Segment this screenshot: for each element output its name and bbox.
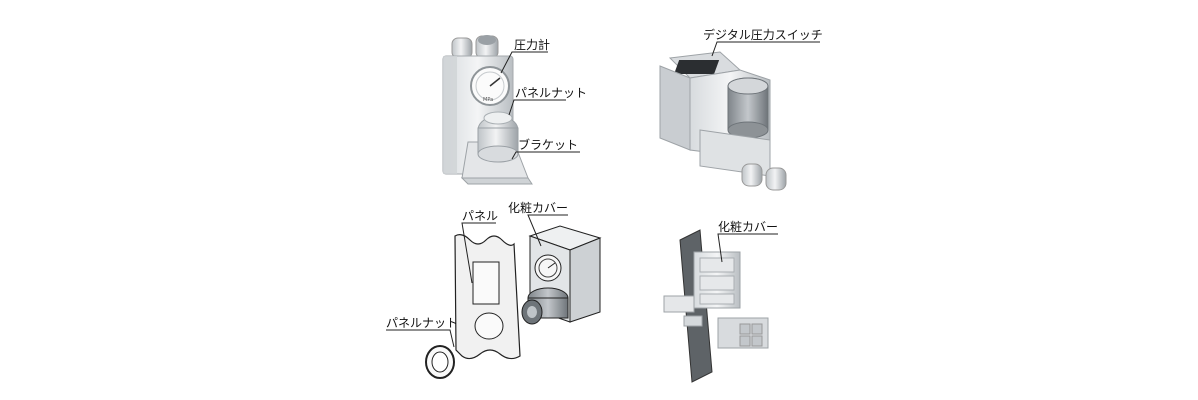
label-panel: パネル: [462, 209, 499, 223]
panel-mounted-illustration: [663, 229, 769, 383]
leader-lines: [386, 41, 820, 348]
panel-mount-exploded-illustration: [425, 225, 602, 379]
label-panel-nut-bottom: パネルナット: [386, 316, 459, 330]
label-decorative-cover-right: 化粧カバー: [718, 220, 779, 234]
label-panel-nut-top: パネルナット: [515, 86, 588, 100]
gauge-face-text: MPa: [483, 97, 493, 103]
digital-switch-unit-illustration: [659, 51, 787, 191]
label-digital-pressure-switch: デジタル圧力スイッチ: [703, 28, 823, 42]
label-decorative-cover-left: 化粧カバー: [508, 201, 569, 215]
label-pressure-gauge: 圧力計: [514, 38, 551, 52]
label-bracket: ブラケット: [518, 138, 579, 152]
regulator-with-gauge-illustration: MPa: [442, 35, 533, 185]
